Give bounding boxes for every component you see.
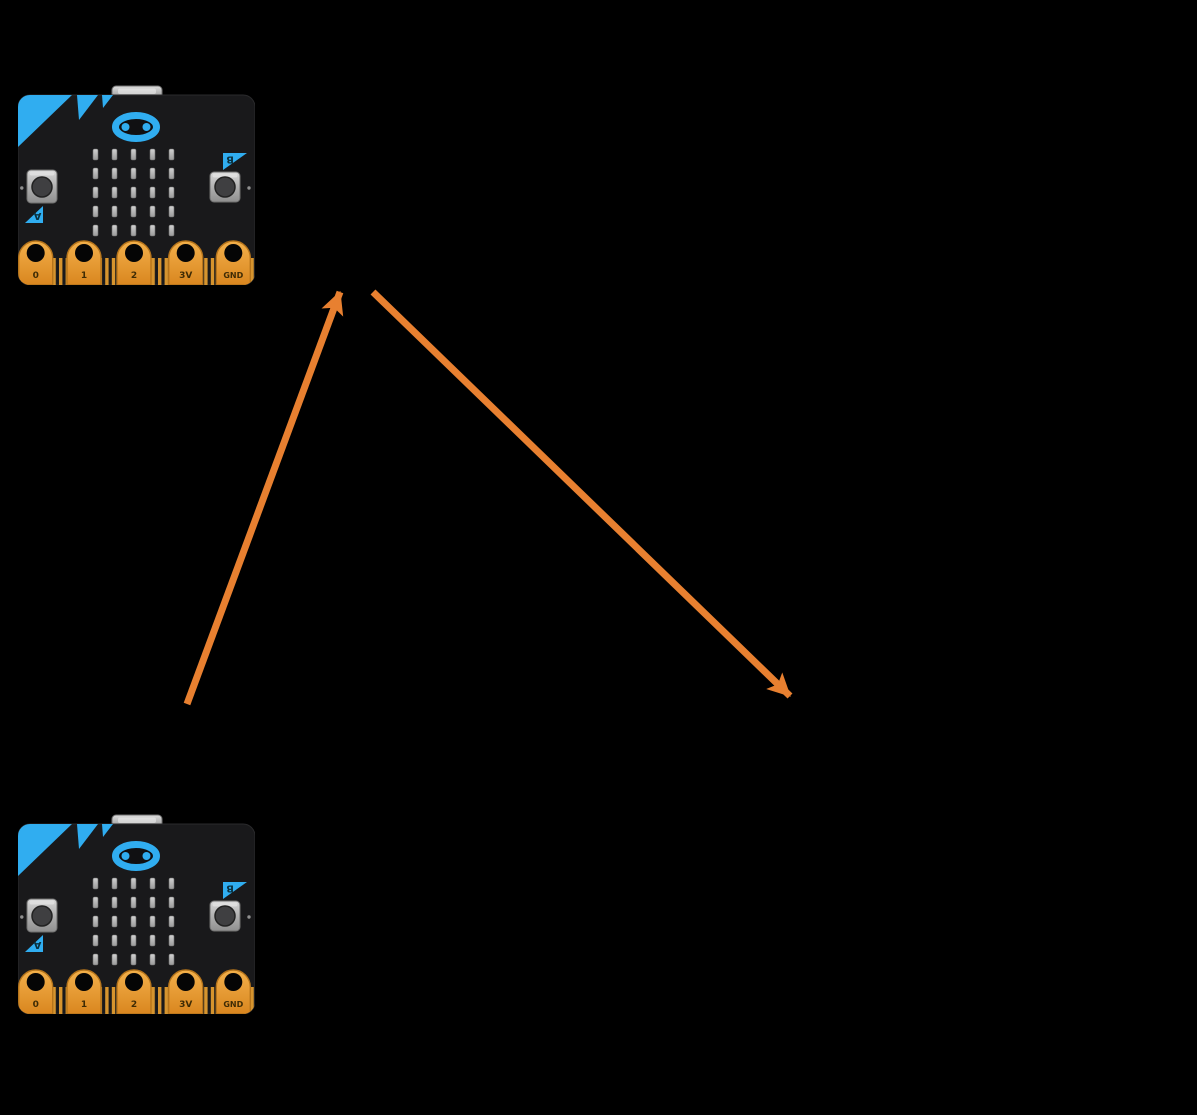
arrow-bottom-left-to-top — [183, 290, 344, 706]
arrow-top-to-bottom-right — [370, 289, 793, 699]
